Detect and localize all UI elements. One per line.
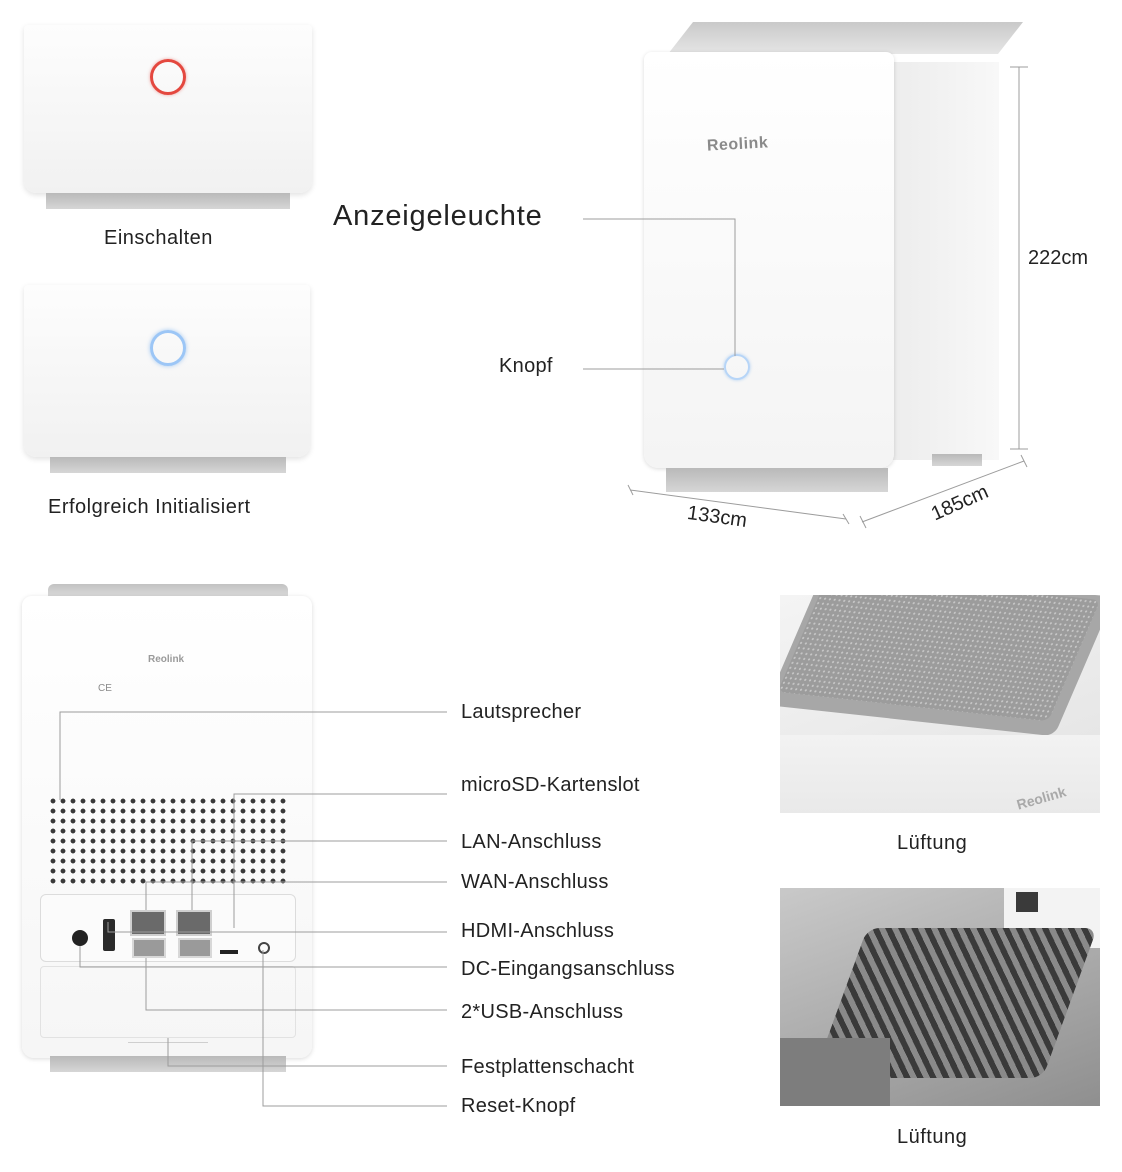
bottom-vent-photo bbox=[780, 888, 1100, 1106]
top-vent-caption: Lüftung bbox=[897, 832, 968, 854]
device-initialized-view bbox=[24, 285, 312, 473]
ce-mark: CE bbox=[98, 683, 112, 694]
port-label-wan: WAN-Anschluss bbox=[461, 871, 609, 893]
power-indicator-ring bbox=[150, 59, 186, 95]
port-label-hdd: Festplattenschacht bbox=[461, 1056, 635, 1078]
back-brand-logo: Reolink bbox=[148, 654, 185, 665]
speaker-grille bbox=[48, 796, 286, 884]
port-label-lan: LAN-Anschluss bbox=[461, 831, 602, 853]
port-panel bbox=[40, 894, 296, 962]
device-front-view bbox=[640, 22, 1024, 502]
height-dimension: 222cm bbox=[1028, 247, 1089, 269]
device-power-on-view bbox=[24, 25, 312, 210]
port-label-microsd: microSD-Kartenslot bbox=[461, 774, 640, 796]
usb-port-icon bbox=[132, 938, 166, 958]
usb-port-icon-2 bbox=[178, 938, 212, 958]
state-caption-power-on: Einschalten bbox=[104, 227, 213, 249]
bottom-vent-caption: Lüftung bbox=[897, 1126, 968, 1148]
port-label-speaker: Lautsprecher bbox=[461, 701, 582, 723]
button-label: Knopf bbox=[499, 355, 553, 377]
hdmi-port-icon bbox=[103, 919, 115, 951]
dc-jack-icon bbox=[72, 930, 88, 946]
state-caption-initialized: Erfolgreich Initialisiert bbox=[48, 496, 251, 518]
device-back-view bbox=[22, 584, 314, 1072]
microsd-slot-icon bbox=[220, 950, 238, 954]
port-label-dc: DC-Eingangsanschluss bbox=[461, 958, 675, 980]
top-vent-photo bbox=[780, 595, 1100, 813]
port-label-reset: Reset-Knopf bbox=[461, 1095, 576, 1117]
reset-button-icon[interactable] bbox=[258, 942, 270, 954]
port-label-hdmi: HDMI-Anschluss bbox=[461, 920, 615, 942]
port-label-usb: 2*USB-Anschluss bbox=[461, 1001, 624, 1023]
indicator-light-label: Anzeigeleuchte bbox=[333, 200, 543, 232]
front-button-ring bbox=[724, 354, 750, 380]
init-indicator-ring bbox=[150, 330, 186, 366]
